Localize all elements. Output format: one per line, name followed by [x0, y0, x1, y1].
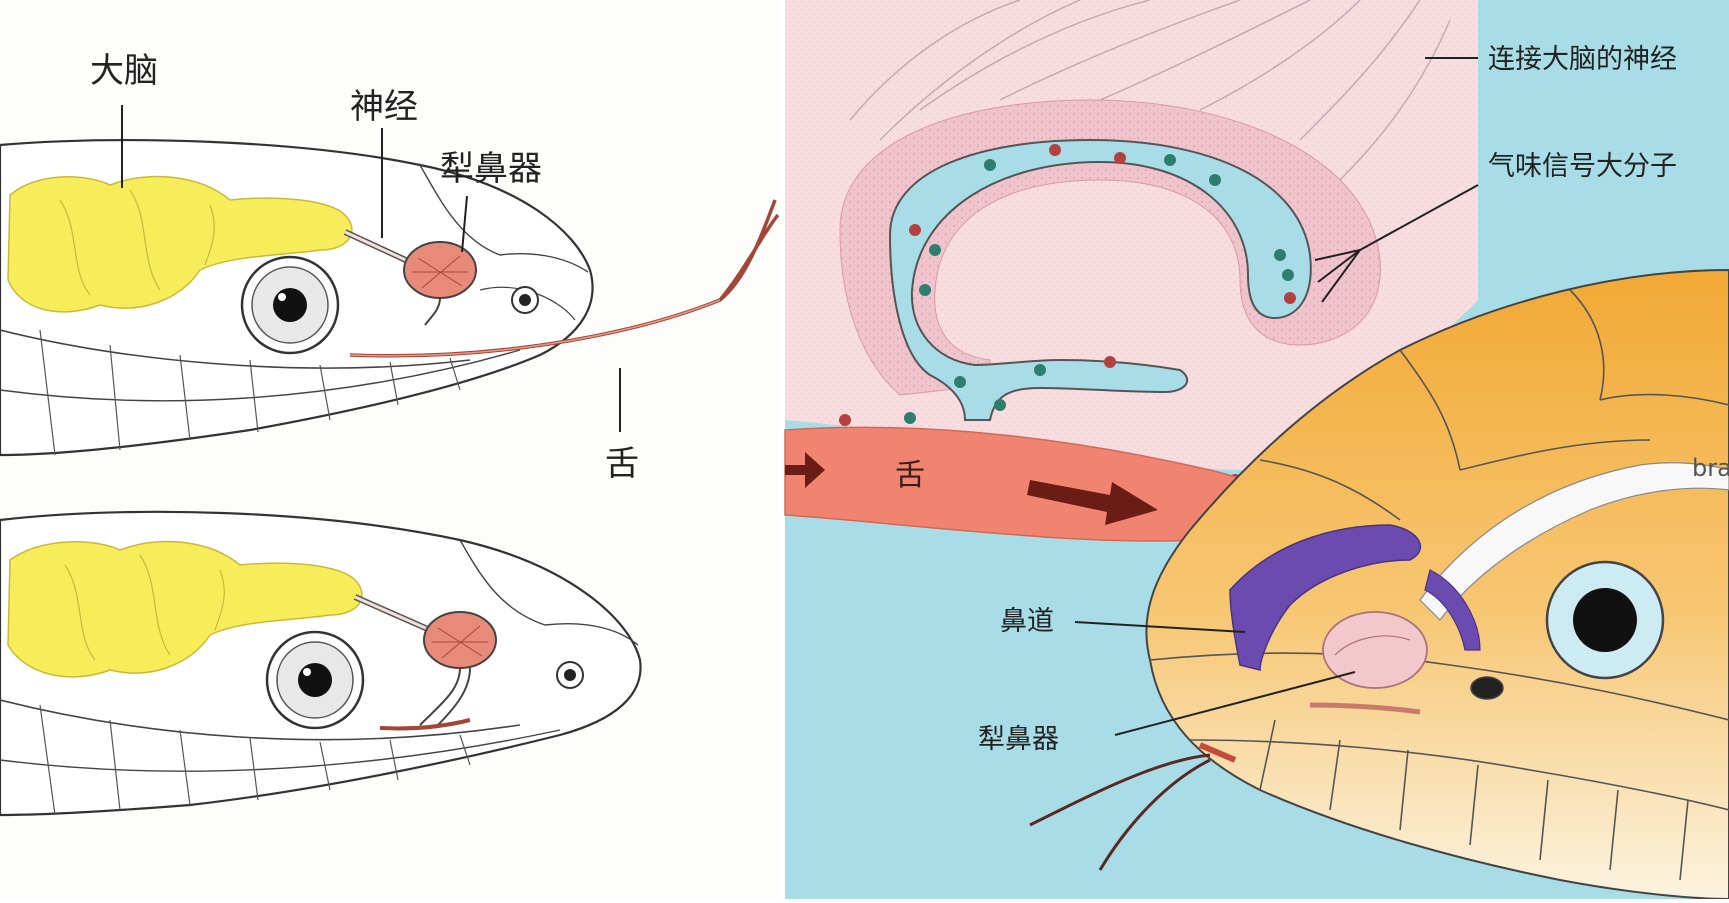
label-vomeronasal-organ-right: 犁鼻器: [978, 724, 1059, 755]
tongue-arrows: [785, 452, 1158, 525]
right-eye: [1545, 560, 1665, 680]
purple-nasal-passage: [1229, 524, 1422, 671]
left-leader-lines: [121, 105, 621, 432]
top-snake-head: [0, 139, 780, 457]
right-forked-tongue: [1029, 753, 1211, 871]
right-leader-lines: [1074, 57, 1479, 736]
label-tongue-right: 舌: [895, 458, 925, 493]
nerve-fibres: [849, 0, 1451, 181]
bottom-vomeronasal-organ: [419, 611, 497, 729]
label-nerves-to-brain: 连接大脑的神经: [1488, 44, 1677, 75]
bottom-brain: [7, 540, 363, 678]
bottom-snake-head: [0, 510, 642, 817]
top-brain: [7, 175, 353, 313]
label-vomeronasal-organ-left: 犁鼻器: [440, 149, 542, 189]
left-panel: 大脑 神经 犁鼻器 舌: [0, 0, 780, 899]
right-nostril: [1470, 676, 1504, 700]
bottom-tongue: [379, 718, 471, 731]
label-nasal-passage: 鼻道: [1000, 606, 1054, 637]
top-eye: [240, 255, 340, 355]
label-brain: 大脑: [90, 51, 158, 91]
right-panel: 连接大脑的神经 气味信号大分子 舌 鼻道 犁鼻器 bra: [784, 0, 1729, 901]
label-odor-molecules: 气味信号大分子: [1488, 151, 1677, 182]
right-snake-head: [1029, 268, 1729, 901]
label-nerve: 神经: [350, 87, 418, 127]
top-vomeronasal-organ: [403, 241, 477, 326]
right-vomeronasal-organ: [1309, 611, 1428, 715]
label-brain-partial: bra: [1692, 454, 1729, 482]
label-tongue-left: 舌: [605, 444, 639, 484]
vomeronasal-lumen: [888, 138, 1312, 421]
bottom-eye: [265, 630, 365, 730]
